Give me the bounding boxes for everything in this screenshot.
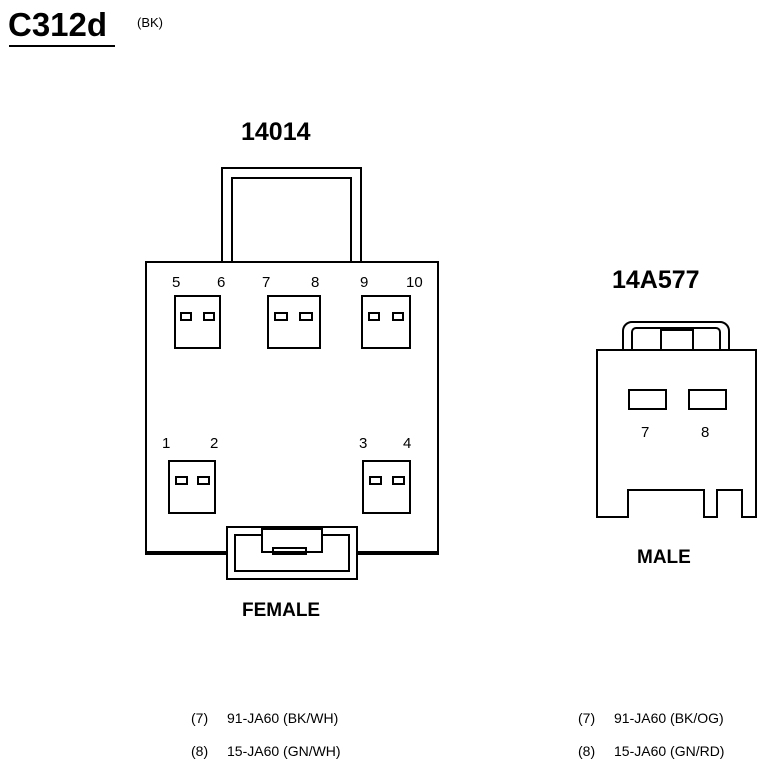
female-pin-10: 10	[406, 274, 423, 291]
female-wire-circuit: 91-JA60 (BK/WH)	[227, 710, 338, 726]
female-part-number: 14014	[241, 118, 311, 146]
female-terminal-1-2	[168, 460, 216, 514]
female-terminal-9-10	[361, 295, 411, 349]
male-pin-8: 8	[701, 424, 709, 441]
female-pin-1: 1	[162, 435, 170, 452]
female-pin-2: 2	[210, 435, 218, 452]
female-pin-8: 8	[311, 274, 319, 291]
male-wire-circuit: 15-JA60 (GN/RD)	[614, 743, 724, 759]
female-pin-5: 5	[172, 274, 180, 291]
female-connector: 14014 5 6 7 8 9 10	[145, 118, 439, 621]
female-pin-7: 7	[262, 274, 270, 291]
female-wire-pin: (7)	[191, 710, 208, 726]
female-top-latch	[221, 167, 362, 262]
female-terminal-3-4	[362, 460, 411, 514]
male-pin-7: 7	[641, 424, 649, 441]
female-pin-3: 3	[359, 435, 367, 452]
male-body	[596, 349, 757, 518]
male-part-number: 14A577	[612, 266, 700, 294]
female-terminal-7-8	[267, 295, 321, 349]
male-label: MALE	[637, 547, 691, 568]
female-wire-pin: (8)	[191, 743, 208, 759]
male-terminal-7	[628, 389, 667, 410]
male-wire-pin: (8)	[578, 743, 595, 759]
color-code: (BK)	[137, 15, 163, 30]
connector-id: C312d	[8, 6, 107, 43]
female-label: FEMALE	[242, 600, 320, 621]
female-pin-9: 9	[360, 274, 368, 291]
male-wiring-list: (7) 91-JA60 (BK/OG) (8) 15-JA60 (GN/RD)	[578, 710, 724, 759]
female-pin-4: 4	[403, 435, 411, 452]
female-wiring-list: (7) 91-JA60 (BK/WH) (8) 15-JA60 (GN/WH)	[191, 710, 341, 759]
male-connector: 14A577 7 8 MALE	[596, 266, 757, 568]
male-wire-pin: (7)	[578, 710, 595, 726]
male-wire-circuit: 91-JA60 (BK/OG)	[614, 710, 724, 726]
male-terminal-8	[688, 389, 727, 410]
female-terminal-5-6	[174, 295, 221, 349]
female-pin-6: 6	[217, 274, 225, 291]
female-wire-circuit: 15-JA60 (GN/WH)	[227, 743, 341, 759]
